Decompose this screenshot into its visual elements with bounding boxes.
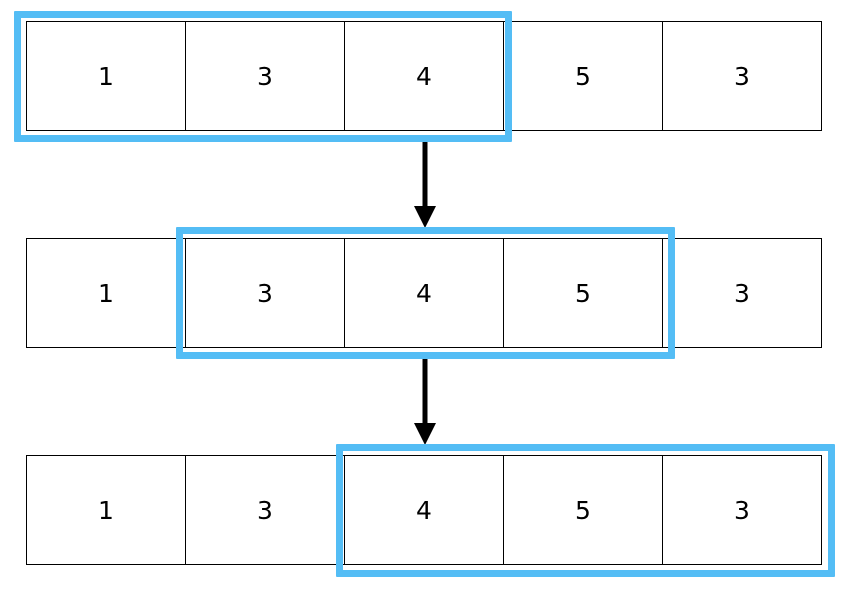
array-cell: 1 <box>26 238 186 348</box>
array-cell: 4 <box>344 21 504 131</box>
array-cell: 3 <box>185 455 345 565</box>
array-cell: 4 <box>344 238 504 348</box>
array-cell: 1 <box>26 455 186 565</box>
array-cell: 1 <box>26 21 186 131</box>
array-cell: 5 <box>503 21 663 131</box>
arrow-step2-to-step3 <box>410 359 440 445</box>
array-cell: 3 <box>662 21 822 131</box>
array-row-step-1: 1 3 4 5 3 <box>26 21 822 131</box>
array-cell: 3 <box>185 238 345 348</box>
array-cell: 3 <box>662 238 822 348</box>
array-cell: 5 <box>503 238 663 348</box>
array-cell: 3 <box>185 21 345 131</box>
array-cell: 4 <box>344 455 504 565</box>
array-cell: 3 <box>662 455 822 565</box>
array-row-step-2: 1 3 4 5 3 <box>26 238 822 348</box>
arrow-step1-to-step2 <box>410 142 440 228</box>
array-row-step-3: 1 3 4 5 3 <box>26 455 822 565</box>
array-cell: 5 <box>503 455 663 565</box>
